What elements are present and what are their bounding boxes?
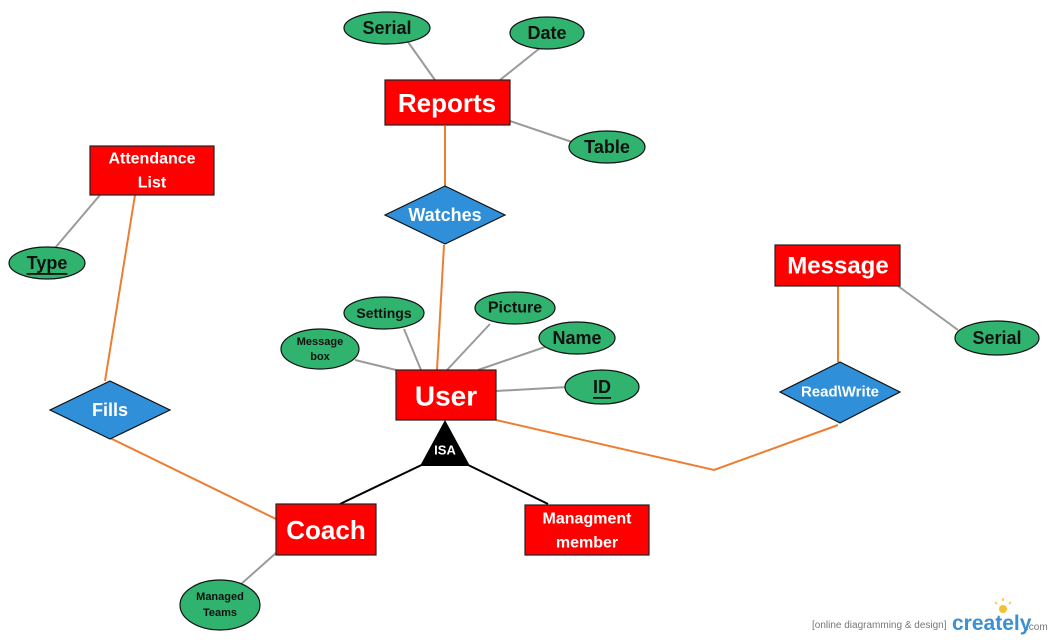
connector-attendance-type: [54, 194, 101, 249]
watermark-brand: creately: [952, 612, 1032, 635]
attr-serial-message: Serial: [954, 320, 1040, 356]
entity-coach-box: [275, 503, 377, 556]
attr-managed-teams-shape: [179, 579, 261, 631]
attr-message-box-shape: [280, 328, 360, 370]
entity-user-label: User: [415, 381, 477, 412]
rel-watches: Watches: [383, 185, 507, 245]
attr-table: Table: [568, 130, 646, 164]
attr-date-shape: [509, 16, 585, 50]
attr-id-label: ID: [593, 377, 611, 397]
connector-reports-date: [499, 47, 541, 81]
attr-serial-reports: Serial: [343, 11, 431, 45]
bulb-icon-glow: [999, 605, 1007, 613]
attr-settings-shape: [343, 296, 425, 330]
entity-message-box: [774, 244, 901, 287]
attr-type: Type: [8, 246, 86, 280]
entity-message-label: Message: [787, 253, 888, 280]
attr-serial-message-shape: [954, 320, 1040, 356]
connector-message-serial: [897, 285, 959, 331]
entity-attendance-list-label-line1: Attendance: [108, 151, 195, 168]
attr-picture-shape: [474, 291, 556, 325]
entity-attendance-list-box: [89, 145, 215, 196]
entity-reports-label: Reports: [398, 88, 496, 118]
attr-serial-reports-label: Serial: [362, 18, 411, 38]
connector-attendance-fills: [104, 194, 136, 382]
connector-user-id: [495, 386, 569, 392]
entity-reports: Reports: [384, 79, 511, 126]
attr-table-shape: [568, 130, 646, 164]
attr-message-box: Message box: [280, 328, 360, 370]
entity-coach: Coach: [275, 503, 377, 556]
entity-user: User: [395, 369, 497, 421]
attr-serial-reports-shape: [343, 11, 431, 45]
attr-date-label: Date: [527, 23, 566, 43]
attr-picture-label: Picture: [488, 300, 542, 317]
attr-type-label: Type: [27, 253, 68, 273]
rel-fills-shape: [48, 380, 172, 440]
entity-management-member-label-line1: Managment: [543, 511, 633, 528]
attr-date: Date: [509, 16, 585, 50]
creately-watermark: [online diagramming & design] creately .…: [812, 598, 1048, 635]
attr-name-label: Name: [552, 328, 601, 348]
connector-reports-table: [509, 120, 573, 143]
bulb-icon-ray-2: [994, 601, 998, 605]
attr-managed-teams-label-line2: Teams: [203, 607, 237, 619]
attr-message-box-label-line2: box: [310, 351, 330, 363]
entity-reports-box: [384, 79, 511, 126]
attr-id-shape: [564, 369, 640, 405]
connector-isa-management: [457, 459, 549, 505]
connectors: [54, 41, 959, 586]
connector-user-picture: [446, 323, 491, 371]
entity-management-member-label-line2: member: [556, 535, 618, 552]
rel-read-write-shape: [778, 361, 902, 424]
isa-triangle: ISA: [420, 420, 470, 466]
connector-isa-coach: [339, 459, 433, 505]
rel-watches-shape: [383, 185, 507, 245]
connector-watches-user: [436, 244, 445, 371]
rel-read-write: Read\Write: [778, 361, 902, 424]
entity-attendance-list-label-line2: List: [138, 175, 167, 192]
attr-serial-message-label: Serial: [972, 328, 1021, 348]
connector-fills-coach: [109, 437, 279, 521]
connector-user-settings: [403, 328, 422, 371]
entity-attendance-list: Attendance List: [89, 145, 215, 196]
entity-management-member: Managment member: [524, 504, 650, 556]
attr-settings: Settings: [343, 296, 425, 330]
entity-coach-label: Coach: [286, 515, 365, 545]
isa-label: ISA: [434, 443, 456, 458]
bulb-icon-ray-3: [1008, 601, 1012, 605]
watermark-brand-suffix: .com: [1026, 622, 1048, 633]
watermark-tagline: [online diagramming & design]: [812, 620, 947, 631]
bulb-icon: [994, 598, 1012, 613]
attr-settings-label: Settings: [356, 305, 411, 321]
connector-user-readwrite: [495, 419, 839, 472]
attr-type-shape: [8, 246, 86, 280]
connector-coach-managed-teams: [239, 552, 277, 586]
connector-user-name: [477, 346, 546, 371]
attr-name: Name: [538, 321, 616, 355]
attr-message-box-label-line1: Message: [297, 336, 343, 348]
entity-message: Message: [774, 244, 901, 287]
rel-watches-label: Watches: [408, 205, 481, 225]
entity-user-box: [395, 369, 497, 421]
attr-managed-teams-label-line1: Managed: [196, 591, 244, 603]
rel-read-write-label: Read\Write: [801, 384, 879, 401]
rel-fills-label: Fills: [92, 400, 128, 420]
isa-triangle-shape: [420, 420, 470, 466]
connector-user-messagebox: [354, 359, 397, 371]
attr-name-shape: [538, 321, 616, 355]
connector-reports-serial: [407, 41, 436, 81]
rel-fills: Fills: [48, 380, 172, 440]
entity-management-member-box: [524, 504, 650, 556]
attr-id: ID: [564, 369, 640, 405]
attr-picture: Picture: [474, 291, 556, 325]
attr-managed-teams: Managed Teams: [179, 579, 261, 631]
attr-table-label: Table: [584, 137, 630, 157]
